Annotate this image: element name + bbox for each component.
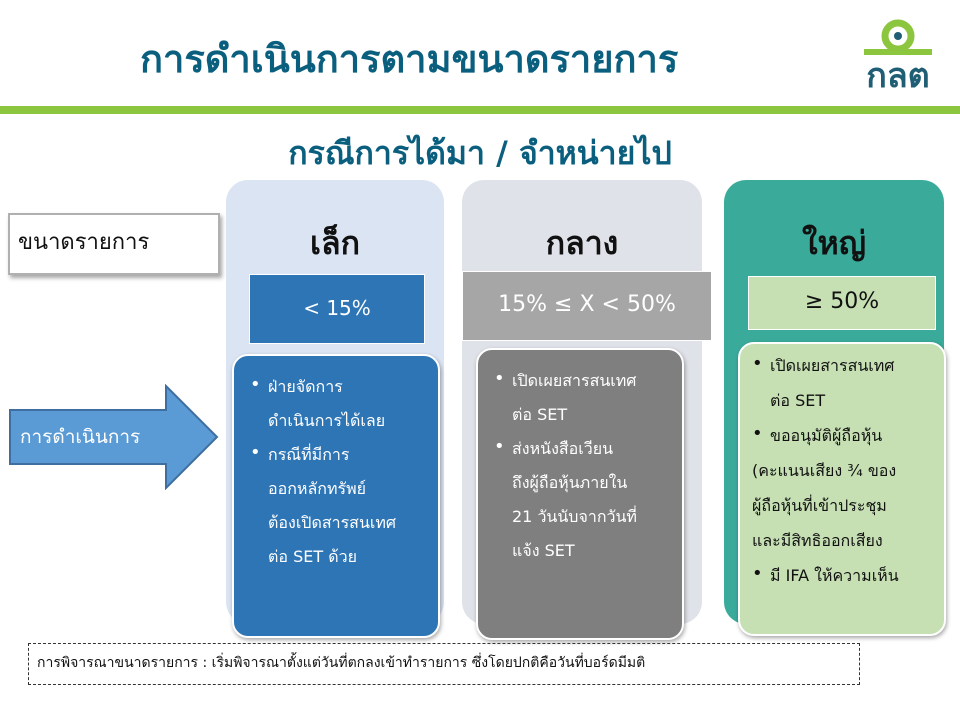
bullet-list-small: ฝ่ายจัดการดำเนินการได้เลยกรณีที่มีการออก… bbox=[250, 368, 428, 574]
bullet-line: ส่งหนังสือเวียน bbox=[512, 439, 614, 458]
footnote: การพิจารณาขนาดรายการ : เริ่มพิจารณาตั้งแ… bbox=[28, 643, 860, 685]
bullet-line: ต่อ SET bbox=[512, 405, 568, 424]
heading-big: ใหญ่ bbox=[802, 224, 866, 262]
bullet-line: แจ้ง SET bbox=[512, 541, 575, 560]
bullet-line: ฝ่ายจัดการ bbox=[268, 377, 343, 396]
bullet-line: ต้องเปิดสารสนเทศ bbox=[268, 513, 397, 532]
bullet-item: ขออนุมัติผู้ถือหุ้น (คะแนนเสียง ¾ ของผู้ถ… bbox=[752, 416, 938, 558]
right-arrow-icon bbox=[9, 384, 219, 490]
transaction-size-label: ขนาดรายการ bbox=[8, 213, 220, 275]
heading-small: เล็ก bbox=[310, 224, 360, 262]
header-divider bbox=[0, 106, 960, 114]
bullet-line: ต่อ SET ด้วย bbox=[268, 547, 357, 566]
slide-subtitle: กรณีการได้มา / จำหน่ายไป bbox=[288, 134, 672, 172]
bullet-line: ผู้ถือหุ้นที่เข้าประชุม bbox=[752, 496, 887, 515]
bullet-line: ออกหลักทรัพย์ bbox=[268, 479, 367, 498]
bullet-line: และมีสิทธิออกเสียง bbox=[752, 531, 883, 550]
bullet-line: ถึงผู้ถือหุ้นภายใน bbox=[512, 473, 628, 492]
sec-logo: กลต bbox=[858, 18, 938, 98]
logo-text: กลต bbox=[866, 56, 930, 96]
bullet-line: มี IFA ให้ความเห็น bbox=[770, 566, 899, 585]
bullet-item: ส่งหนังสือเวียนถึงผู้ถือหุ้นภายใน 21 วันน… bbox=[494, 430, 672, 568]
threshold-mid: 15% ≤ X < 50% bbox=[462, 271, 712, 341]
action-arrow: การดำเนินการ bbox=[8, 384, 220, 490]
bullet-line: (คะแนนเสียง ¾ ของ bbox=[752, 461, 897, 480]
logo-emblem-icon bbox=[864, 19, 932, 55]
bullet-line: 21 วันนับจากวันที่ bbox=[512, 507, 637, 526]
heading-mid: กลาง bbox=[545, 224, 619, 262]
action-label: การดำเนินการ bbox=[20, 426, 141, 448]
bullet-line: เปิดเผยสารสนเทศ bbox=[770, 356, 895, 375]
card-small: ฝ่ายจัดการดำเนินการได้เลยกรณีที่มีการออก… bbox=[232, 354, 440, 638]
slide-title: การดำเนินการตามขนาดรายการ bbox=[140, 37, 679, 81]
bullet-line: ต่อ SET bbox=[770, 391, 826, 410]
threshold-big: ≥ 50% bbox=[748, 276, 936, 330]
bullet-item: กรณีที่มีการออกหลักทรัพย์ต้องเปิดสารสนเท… bbox=[250, 436, 428, 574]
bullet-item: มี IFA ให้ความเห็น bbox=[752, 556, 938, 593]
threshold-small: < 15% bbox=[249, 274, 425, 344]
bullet-line: กรณีที่มีการ bbox=[268, 445, 350, 464]
bullet-line: เปิดเผยสารสนเทศ bbox=[512, 371, 637, 390]
bullet-line: ขออนุมัติผู้ถือหุ้น bbox=[770, 426, 883, 445]
bullet-line: ดำเนินการได้เลย bbox=[268, 411, 386, 430]
